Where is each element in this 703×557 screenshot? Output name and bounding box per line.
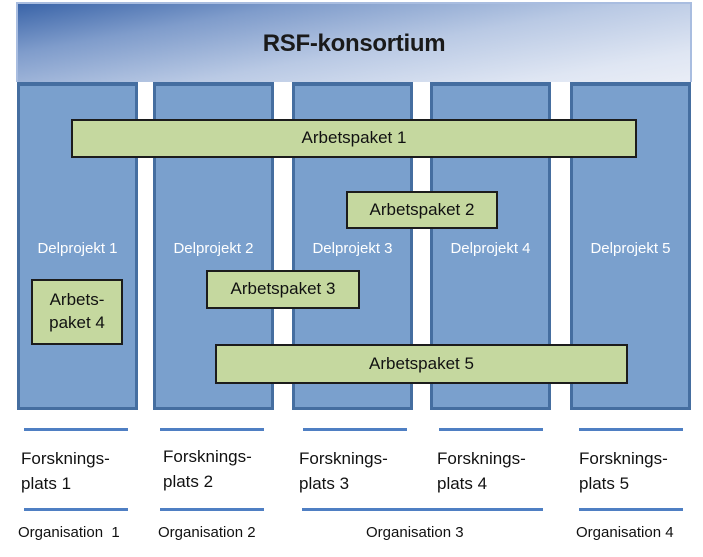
workpackage-label: Arbetspaket 5	[369, 353, 474, 373]
research-site-2: Forsknings- plats 2	[163, 445, 252, 494]
research-site-line1: Forsknings-	[163, 447, 252, 466]
workpackage-2: Arbetspaket 2	[346, 191, 498, 229]
workpackage-label-line1: Arbets-	[49, 290, 105, 310]
research-site-line2: plats 5	[579, 473, 630, 493]
workpackage-1: Arbetspaket 1	[71, 119, 637, 158]
research-site-line2: plats 1	[21, 473, 72, 493]
organisation-1: Organisation 1	[18, 524, 120, 541]
workpackage-label: Arbetspaket 2	[369, 199, 475, 219]
consortium-header: RSF-konsortium	[16, 2, 692, 82]
organisation-divider	[579, 508, 683, 511]
organisation-divider	[160, 508, 264, 511]
site-divider-top	[439, 428, 543, 431]
subproject-label: Delprojekt 1	[37, 240, 118, 257]
workpackage-3: Arbetspaket 3	[206, 270, 360, 309]
workpackage-5: Arbetspaket 5	[215, 344, 628, 384]
research-site-line1: Forsknings-	[437, 449, 526, 468]
organisation-2: Organisation 2	[158, 524, 256, 541]
research-site-3: Forsknings- plats 3	[299, 447, 388, 496]
research-site-line2: plats 2	[163, 471, 214, 491]
research-site-line2: plats 3	[299, 473, 350, 493]
research-site-line2: plats 4	[437, 473, 488, 493]
research-site-line1: Forsknings-	[21, 449, 110, 468]
research-site-line1: Forsknings-	[299, 449, 388, 468]
research-site-1: Forsknings- plats 1	[21, 447, 110, 496]
organisation-4: Organisation 4	[576, 524, 674, 541]
organisation-divider	[302, 508, 543, 511]
organisation-divider	[24, 508, 128, 511]
workpackage-4: Arbets- paket 4	[31, 279, 123, 345]
subproject-label: Delprojekt 4	[450, 240, 531, 257]
workpackage-label: Arbetspaket 3	[230, 279, 336, 299]
site-divider-top	[579, 428, 683, 431]
site-divider-top	[160, 428, 264, 431]
subproject-label: Delprojekt 3	[312, 240, 393, 257]
research-site-4: Forsknings- plats 4	[437, 447, 526, 496]
workpackage-label-line2: paket 4	[49, 313, 105, 332]
site-divider-top	[303, 428, 407, 431]
subproject-label: Delprojekt 2	[173, 240, 254, 257]
workpackage-label: Arbetspaket 1	[301, 128, 407, 148]
consortium-title: RSF-konsortium	[262, 30, 446, 57]
organisation-3: Organisation 3	[366, 524, 464, 541]
site-divider-top	[24, 428, 128, 431]
research-site-5: Forsknings- plats 5	[579, 447, 668, 496]
research-site-line1: Forsknings-	[579, 449, 668, 468]
subproject-label: Delprojekt 5	[590, 240, 671, 257]
